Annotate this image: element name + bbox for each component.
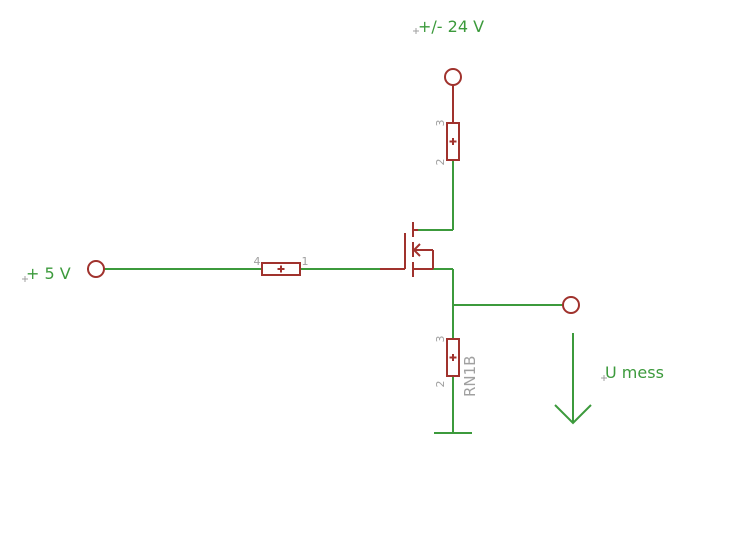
resistor-top-marker [449, 138, 457, 145]
resistor-gate-pin-left: 4 [254, 255, 261, 268]
terminal-output [562, 296, 580, 314]
resistor-bottom-pin-top: 3 [434, 336, 447, 343]
mosfet [380, 222, 434, 277]
resistor-top: 3 2 [434, 120, 460, 166]
measure-label-group: U mess [601, 363, 664, 382]
resistor-bottom-pin-bottom: 2 [434, 381, 447, 388]
input-5v-label: + 5 V [26, 264, 71, 283]
resistor-top-pin-bottom: 2 [434, 159, 447, 166]
resistor-gate-marker [277, 265, 285, 273]
mosfet-arrow [412, 243, 421, 257]
resistor-top-pin-top: 3 [434, 120, 447, 127]
measure-arrow-head [554, 404, 592, 425]
label-origin-cross [22, 276, 28, 282]
resistor-reference-label: RN1B [461, 356, 479, 397]
terminal-24v [444, 68, 462, 86]
label-origin-cross [413, 28, 419, 34]
resistor-gate: 4 1 [254, 255, 309, 276]
measure-label: U mess [605, 363, 664, 382]
resistor-bottom-marker [449, 354, 457, 361]
supply-24v-label-group: +/- 24 V [413, 17, 484, 36]
label-origin-cross [601, 375, 607, 381]
input-5v-label-group: + 5 V [22, 264, 71, 283]
terminals [87, 68, 580, 314]
wires [104, 160, 592, 434]
resistor-bottom: 3 2 RN1B [434, 336, 479, 398]
terminal-5v [87, 260, 105, 278]
supply-24v-label: +/- 24 V [418, 17, 484, 36]
resistor-gate-pin-right: 1 [302, 255, 309, 268]
